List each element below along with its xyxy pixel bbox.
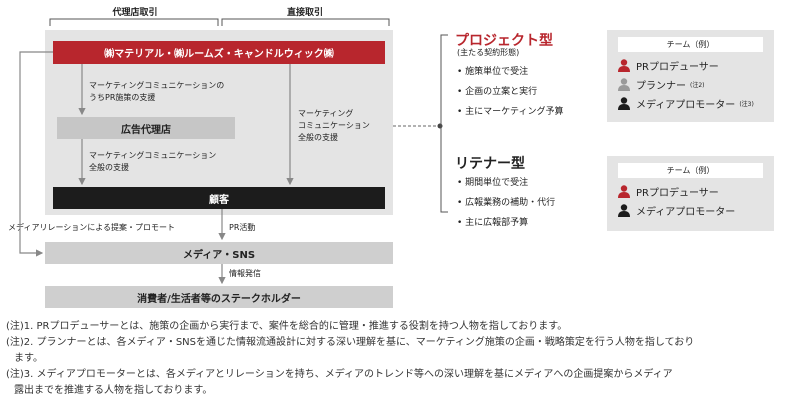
project-type-title: プロジェクト型	[455, 33, 553, 49]
header-direct: 直接取引	[286, 8, 323, 18]
retainer-team-panel: チーム（例） PRプロデューサー メディアプロモーター	[607, 156, 774, 231]
footnote-3: (注)3. メディアプロモーターとは、各メディアとリレーションを持ち、メディアの…	[6, 369, 673, 380]
person-icon	[618, 185, 630, 198]
person-icon	[618, 78, 630, 91]
list-item: • 企画の立案と実行	[457, 87, 538, 97]
footnote-2: (注)2. プランナーとは、各メディア・SNSを通じた情報流通設計に対する深い理…	[6, 337, 695, 348]
flow-label-to-client-2: 全般の支援	[89, 163, 129, 172]
customer-bar: 顧客	[53, 187, 385, 209]
retainer-bullet-3: 主に広報部予算	[465, 218, 529, 228]
flow-label-direct-3: 全般の支援	[298, 133, 338, 142]
flow-label-to-agency-1: マーケティングコミュニケーションの	[89, 81, 225, 90]
retainer-type-title: リテナー型	[455, 156, 525, 172]
info-send-label: 情報発信	[229, 269, 261, 278]
client-company-bar: ㈱マテリアル・㈱ルームズ・キャンドルウィック㈱	[53, 41, 385, 64]
list-item: • 施策単位で受注	[457, 67, 529, 77]
media-relation-label: メディアリレーションによる提案・プロモート	[8, 223, 176, 232]
project-bullet-3: 主にマーケティング予算	[465, 107, 564, 117]
retainer-team-header: チーム（例）	[618, 163, 763, 178]
header-agency: 代理店取引	[112, 8, 158, 18]
pr-activity-label: PR活動	[229, 223, 256, 232]
team-member: メディアプロモーター (注3)	[618, 94, 763, 113]
footnotes: (注)1. PRプロデューサーとは、施策の企画から実行まで、案件を総合的に管理・…	[6, 319, 796, 399]
flow-label-direct-1: マーケティング	[298, 109, 354, 118]
member-label: PRプロデューサー	[636, 62, 719, 73]
member-label: メディアプロモーター	[636, 207, 736, 218]
list-item: • 広報業務の補助・代行	[457, 198, 556, 208]
person-icon	[618, 97, 630, 110]
footnote-3-cont: 露出までを推進する人物を指しております。	[14, 385, 213, 396]
list-item: • 期間単位で受注	[457, 178, 529, 188]
person-icon	[618, 59, 630, 72]
retainer-bullet-2: 広報業務の補助・代行	[465, 198, 556, 208]
list-item: • 主に広報部予算	[457, 218, 529, 228]
list-item: • 主にマーケティング予算	[457, 107, 564, 117]
project-team-panel: チーム（例） PRプロデューサー プランナー (注2) メディアプロモーター (…	[607, 30, 774, 122]
project-team-header: チーム（例）	[618, 37, 763, 52]
member-label: プランナー	[636, 81, 686, 92]
stakeholders-band: 消費者/生活者等のステークホルダー	[45, 286, 393, 308]
project-bullet-1: 施策単位で受注	[465, 67, 529, 77]
flow-label-to-agency-2: うちPR施策の支援	[89, 93, 156, 102]
diagram-lines	[49, 18, 390, 26]
footnote-2-cont: ます。	[14, 353, 43, 364]
ad-agency-box: 広告代理店	[57, 117, 235, 139]
project-type-subtitle: (主たる契約形態)	[457, 48, 520, 57]
team-member: メディアプロモーター	[618, 201, 763, 220]
flow-label-to-client-1: マーケティングコミュニケーション	[89, 151, 217, 160]
flow-label-to-agency: マーケティングコミュニケーションの うちPR施策の支援	[89, 80, 289, 104]
retainer-bullets: • 期間単位で受注 • 広報業務の補助・代行 • 主に広報部予算	[457, 173, 555, 233]
footnote-1: (注)1. PRプロデューサーとは、施策の企画から実行まで、案件を総合的に管理・…	[6, 321, 568, 332]
media-sns-band: メディア・SNS	[45, 242, 393, 264]
person-icon	[618, 204, 630, 217]
flow-label-direct-2: コミュニケーション	[298, 121, 370, 130]
member-note: (注3)	[739, 101, 754, 108]
project-bullet-2: 企画の立案と実行	[465, 87, 538, 97]
project-bullets: • 施策単位で受注 • 企画の立案と実行 • 主にマーケティング予算	[457, 62, 563, 122]
flow-label-to-client: マーケティングコミュニケーション 全般の支援	[89, 150, 289, 174]
team-member: プランナー (注2)	[618, 75, 763, 94]
member-note: (注2)	[690, 82, 705, 89]
team-member: PRプロデューサー	[618, 56, 763, 75]
team-member: PRプロデューサー	[618, 182, 763, 201]
member-label: メディアプロモーター	[636, 100, 736, 111]
flow-label-direct: マーケティング コミュニケーション 全般の支援	[298, 108, 393, 144]
retainer-bullet-1: 期間単位で受注	[465, 178, 529, 188]
member-label: PRプロデューサー	[636, 188, 719, 199]
